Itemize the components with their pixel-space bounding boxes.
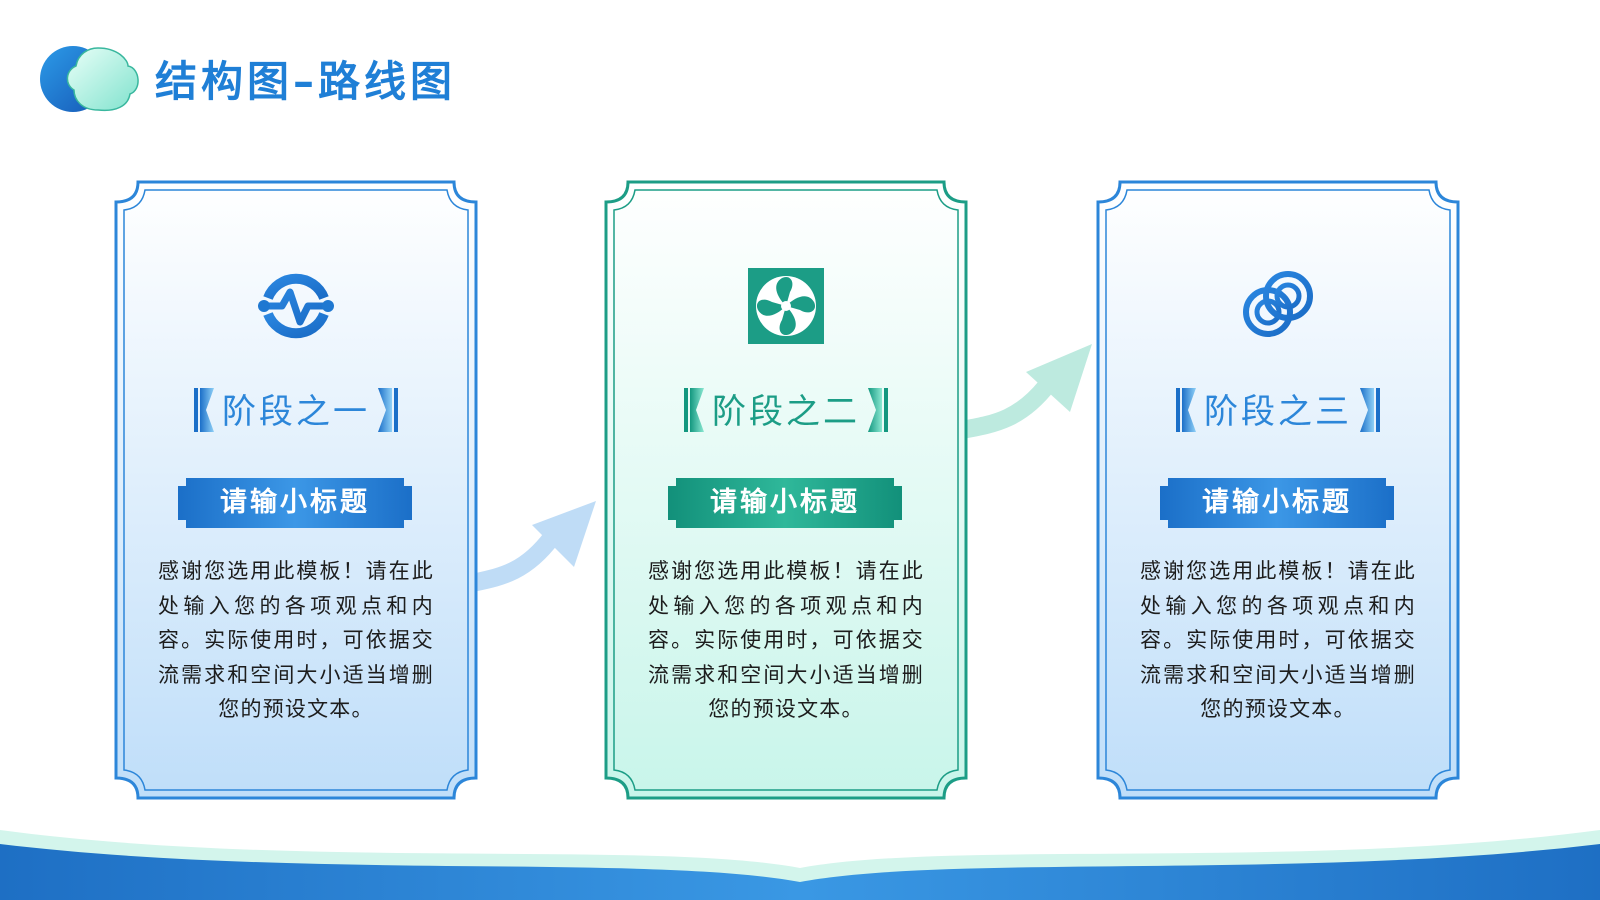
pulse-icon	[258, 273, 334, 339]
arrow-1-icon	[470, 501, 596, 592]
subtitle-badge: 请输小标题	[668, 478, 902, 528]
left-bracket-icon	[1176, 386, 1198, 434]
stage-heading: 阶段之三	[1096, 388, 1460, 436]
bottom-wave-decoration	[0, 830, 1600, 900]
left-bracket-icon	[194, 386, 216, 434]
subtitle-text: 请输小标题	[710, 487, 860, 518]
stage-card-3: 阶段之三 请输小标题 感谢您选用此模板！请在此处输入您的各项观点和内容。实际使用…	[1096, 180, 1460, 800]
card-body-text: 感谢您选用此模板！请在此处输入您的各项观点和内容。实际使用时，可依据交流需求和空…	[158, 559, 434, 721]
logo-icon	[40, 46, 139, 112]
stage-card-1: 阶段之一 请输小标题 感谢您选用此模板！请在此处输入您的各项观点和内容。实际使用…	[114, 180, 478, 800]
right-bracket-icon	[866, 386, 888, 434]
subtitle-badge: 请输小标题	[178, 478, 412, 528]
card-body-text: 感谢您选用此模板！请在此处输入您的各项观点和内容。实际使用时，可依据交流需求和空…	[648, 559, 924, 721]
right-bracket-icon	[376, 386, 398, 434]
subtitle-text: 请输小标题	[220, 487, 370, 518]
arrow-2-icon	[960, 344, 1092, 439]
stage-heading: 阶段之一	[114, 388, 478, 436]
right-bracket-icon	[1358, 386, 1380, 434]
subtitle-text: 请输小标题	[1202, 487, 1352, 518]
card-body-text: 感谢您选用此模板！请在此处输入您的各项观点和内容。实际使用时，可依据交流需求和空…	[1140, 559, 1416, 721]
fan-icon	[748, 268, 824, 344]
stage-card-2: 阶段之二 请输小标题 感谢您选用此模板！请在此处输入您的各项观点和内容。实际使用…	[604, 180, 968, 800]
stage-heading: 阶段之二	[604, 388, 968, 436]
page-title: 结构图–路线图	[155, 57, 457, 106]
linked-rings-icon	[1243, 271, 1313, 337]
subtitle-badge: 请输小标题	[1160, 478, 1394, 528]
left-bracket-icon	[684, 386, 706, 434]
